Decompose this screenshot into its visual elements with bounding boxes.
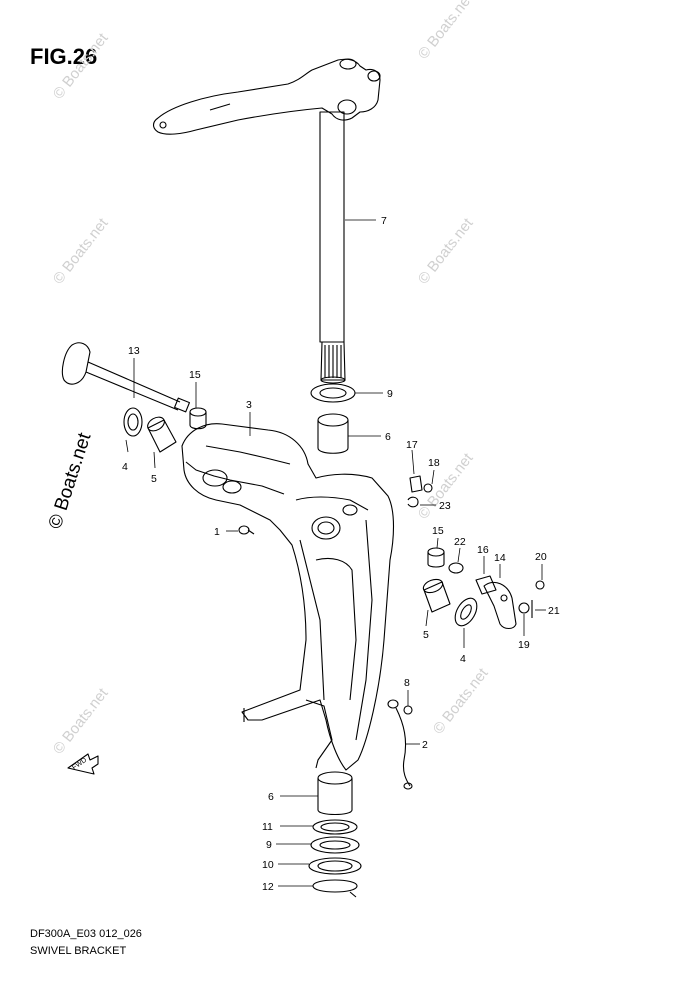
callout-number: 9 <box>387 388 393 400</box>
spring-washer-part <box>448 562 464 574</box>
watermarks: © Boats.net © Boats.net © Boats.net © Bo… <box>45 0 492 757</box>
watermark-large: © Boats.net <box>45 430 96 532</box>
callout-number: 20 <box>535 551 547 563</box>
model-code: DF300A_E03 012_026 <box>30 928 142 940</box>
washer-part <box>310 383 356 403</box>
callout-number: 19 <box>518 639 530 651</box>
callout-number: 18 <box>428 457 440 469</box>
callout-number: 6 <box>385 431 391 443</box>
swivel-bracket-part <box>181 423 394 771</box>
callout-number: 21 <box>548 605 560 617</box>
collar-part <box>427 547 445 568</box>
callout-number: 1 <box>214 526 220 538</box>
callout-number: 6 <box>268 791 274 803</box>
grease-nipple-part <box>238 525 255 535</box>
callout-number: 11 <box>262 821 273 833</box>
figure-title: FIG.26 <box>30 44 98 69</box>
watermark: © Boats.net <box>415 0 477 62</box>
leader-lines <box>125 219 546 887</box>
callout-number: 5 <box>423 629 429 641</box>
callout-numbers: 7 13 15 3 9 6 4 5 17 18 23 1 15 22 16 14… <box>122 215 560 893</box>
callout-number: 15 <box>189 369 201 381</box>
seal-part <box>454 597 478 627</box>
callout-number: 4 <box>122 461 128 473</box>
section-name: SWIVEL BRACKET <box>30 945 127 957</box>
callout-number: 14 <box>494 552 506 564</box>
fwd-arrow-icon: FWD <box>67 753 99 775</box>
tilt-rod-part <box>61 342 190 413</box>
callout-number: 2 <box>422 739 428 751</box>
callout-number: 22 <box>454 536 466 548</box>
bushing-part <box>422 578 451 613</box>
callout-number: 7 <box>381 215 387 227</box>
callout-number: 3 <box>246 399 252 411</box>
callout-number: 9 <box>266 839 272 851</box>
watermark: © Boats.net <box>50 214 112 287</box>
lower-rings-part <box>308 819 362 898</box>
callout-number: 12 <box>262 881 274 893</box>
bushing-part <box>317 771 353 816</box>
seal-part <box>123 407 143 437</box>
clip-plate-part <box>407 475 433 508</box>
callout-number: 4 <box>460 653 466 665</box>
callout-number: 15 <box>432 525 444 537</box>
watermark: © Boats.net <box>415 214 477 287</box>
fwd-arrow-label: FWD <box>71 757 88 772</box>
bolt-and-lead-part <box>387 699 413 790</box>
bushing-part <box>147 416 177 453</box>
watermark: © Boats.net <box>430 664 492 737</box>
callout-number: 8 <box>404 677 410 689</box>
watermark: © Boats.net <box>50 29 112 102</box>
callout-number: 16 <box>477 544 489 556</box>
callout-number: 17 <box>406 439 418 451</box>
callout-number: 5 <box>151 473 157 485</box>
callout-number: 10 <box>262 859 274 871</box>
callout-number: 23 <box>439 500 451 512</box>
callout-number: 13 <box>128 345 140 357</box>
bushing-part <box>317 413 349 454</box>
watermark: © Boats.net <box>50 684 112 757</box>
steering-shaft-part <box>152 58 381 384</box>
lever-assembly-part <box>475 575 545 630</box>
